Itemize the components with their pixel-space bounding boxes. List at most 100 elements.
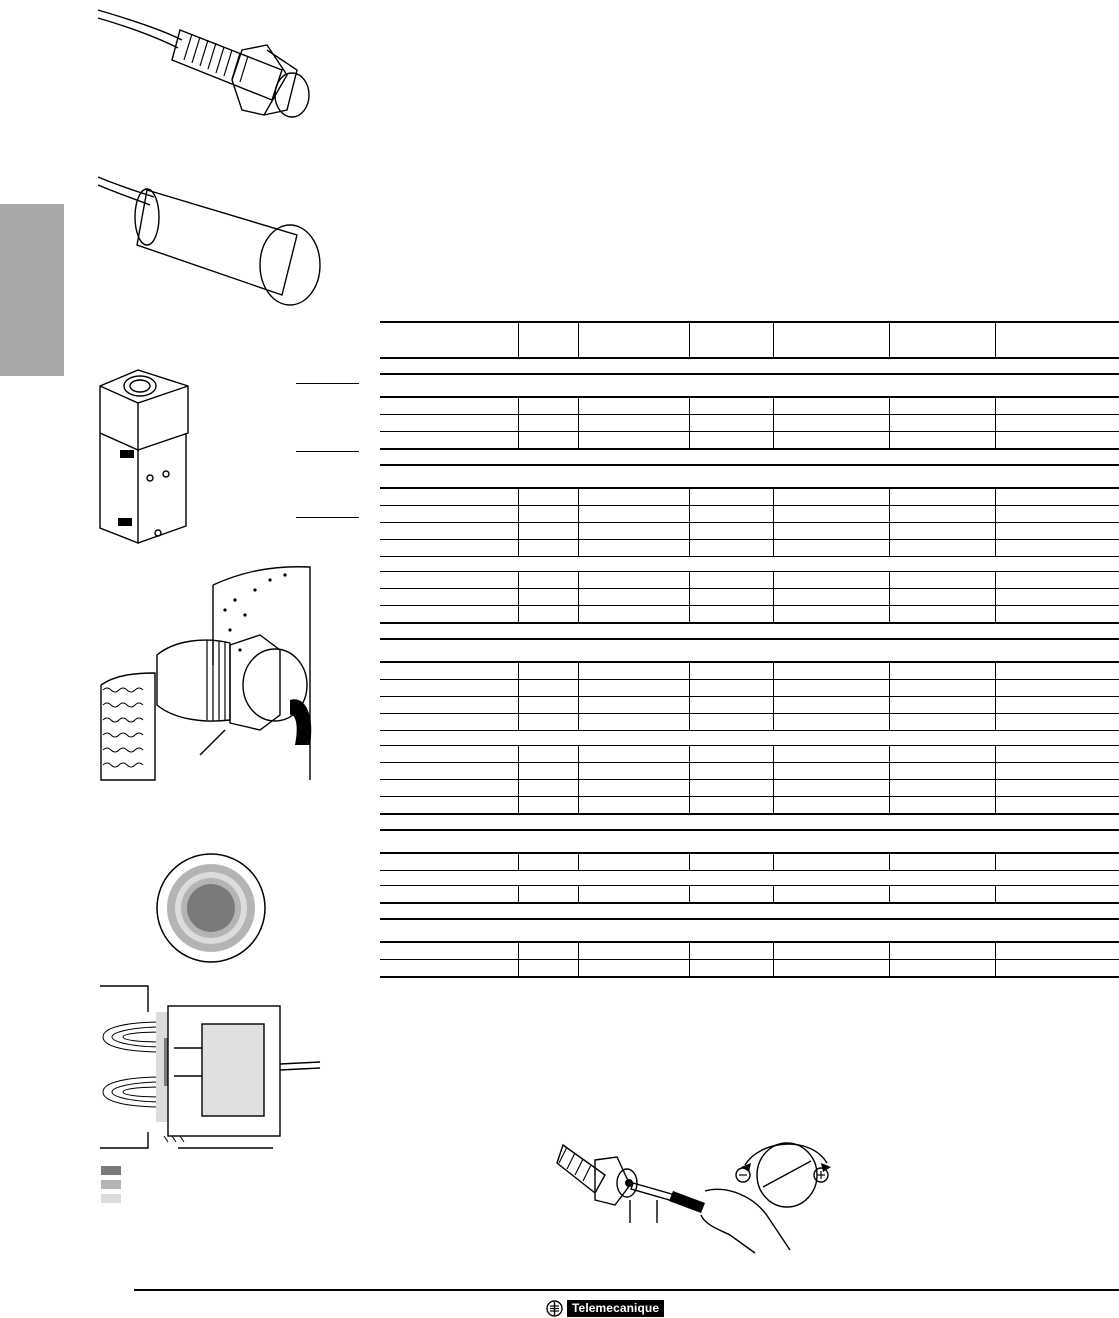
table-row <box>380 745 1119 763</box>
table-row <box>380 762 1119 780</box>
cylindrical-sensor-illustration <box>97 176 321 306</box>
table-cell <box>577 679 689 697</box>
table-cell <box>517 571 578 589</box>
table-cell <box>994 571 1119 589</box>
table-cell <box>380 779 518 797</box>
mounted-sensor-illustration <box>100 566 312 781</box>
table-cell <box>888 885 995 904</box>
table-cell <box>577 662 689 680</box>
table-cell <box>994 762 1119 780</box>
table-cell <box>577 796 689 815</box>
table-row <box>380 885 1119 904</box>
footer-rule <box>134 1289 1119 1291</box>
sensing-face-illustration <box>156 853 266 963</box>
table-cell <box>772 488 889 506</box>
table-cell <box>772 796 889 815</box>
table-cell <box>517 796 578 815</box>
table-row <box>380 522 1119 540</box>
table-cell <box>577 745 689 763</box>
table-cell <box>772 397 889 415</box>
table-cell <box>517 679 578 697</box>
table-cell <box>772 431 889 450</box>
table-cell <box>888 796 995 815</box>
table-spacer-row <box>380 903 1119 920</box>
table-cell <box>888 762 995 780</box>
table-cell <box>994 959 1119 978</box>
table-cell <box>517 853 578 871</box>
table-cell <box>994 713 1119 731</box>
table-cell <box>772 853 889 871</box>
brand-name: Telemecanique <box>567 1300 665 1317</box>
table-cell <box>888 779 995 797</box>
table-cell <box>688 796 773 815</box>
table-cell <box>994 488 1119 506</box>
table-cell <box>772 679 889 697</box>
table-cell <box>517 696 578 714</box>
table-cell <box>380 449 1119 466</box>
table-cell <box>688 679 773 697</box>
table-cell <box>888 522 995 540</box>
table-cell <box>994 414 1119 432</box>
table-cell <box>688 779 773 797</box>
table-cell <box>688 713 773 731</box>
table-cell <box>380 662 518 680</box>
table-cell <box>380 505 518 523</box>
table-header-row <box>380 321 1119 359</box>
table-cell <box>380 713 518 731</box>
legend-swatch-dark <box>101 1166 121 1175</box>
field-schematic-illustration <box>100 985 321 1149</box>
legend-swatch-mid <box>101 1180 121 1189</box>
table-cell <box>994 679 1119 697</box>
callout-line <box>296 451 359 452</box>
table-row <box>380 713 1119 731</box>
table-cell <box>577 488 689 506</box>
section-side-tab <box>0 204 64 376</box>
table-cell <box>994 779 1119 797</box>
table-cell <box>994 522 1119 540</box>
table-cell <box>380 571 518 589</box>
table-cell <box>688 745 773 763</box>
table-cell <box>688 505 773 523</box>
table-cell <box>380 556 1119 572</box>
legend-swatch-light <box>101 1194 121 1203</box>
table-cell <box>994 588 1119 606</box>
table-cell <box>688 942 773 960</box>
table-cell <box>577 588 689 606</box>
table-cell <box>577 414 689 432</box>
callout-line <box>296 517 359 518</box>
table-row <box>380 605 1119 624</box>
table-cell <box>772 539 889 557</box>
table-cell <box>380 414 518 432</box>
table-cell <box>772 885 889 904</box>
table-cell <box>517 885 578 904</box>
table-cell <box>517 588 578 606</box>
table-cell <box>994 745 1119 763</box>
table-row <box>380 588 1119 606</box>
table-cell <box>380 358 1119 375</box>
table-cell <box>380 885 518 904</box>
table-cell <box>688 853 773 871</box>
table-cell <box>577 431 689 450</box>
table-cell <box>380 696 518 714</box>
table-cell <box>688 605 773 624</box>
table-cell <box>577 571 689 589</box>
table-cell <box>380 488 518 506</box>
table-cell <box>994 696 1119 714</box>
table-cell <box>888 414 995 432</box>
table-row <box>380 397 1119 415</box>
table-cell <box>688 414 773 432</box>
table-section-row <box>380 638 1119 663</box>
table-cell <box>994 662 1119 680</box>
table-row <box>380 571 1119 589</box>
table-cell <box>517 762 578 780</box>
table-cell <box>577 696 689 714</box>
table-cell <box>577 539 689 557</box>
table-cell <box>688 321 773 359</box>
table-spacer-row <box>380 556 1119 572</box>
table-cell <box>517 431 578 450</box>
table-cell <box>688 959 773 978</box>
table-cell <box>380 605 518 624</box>
table-section-row <box>380 918 1119 943</box>
table-cell <box>772 713 889 731</box>
specification-table <box>380 321 1119 978</box>
